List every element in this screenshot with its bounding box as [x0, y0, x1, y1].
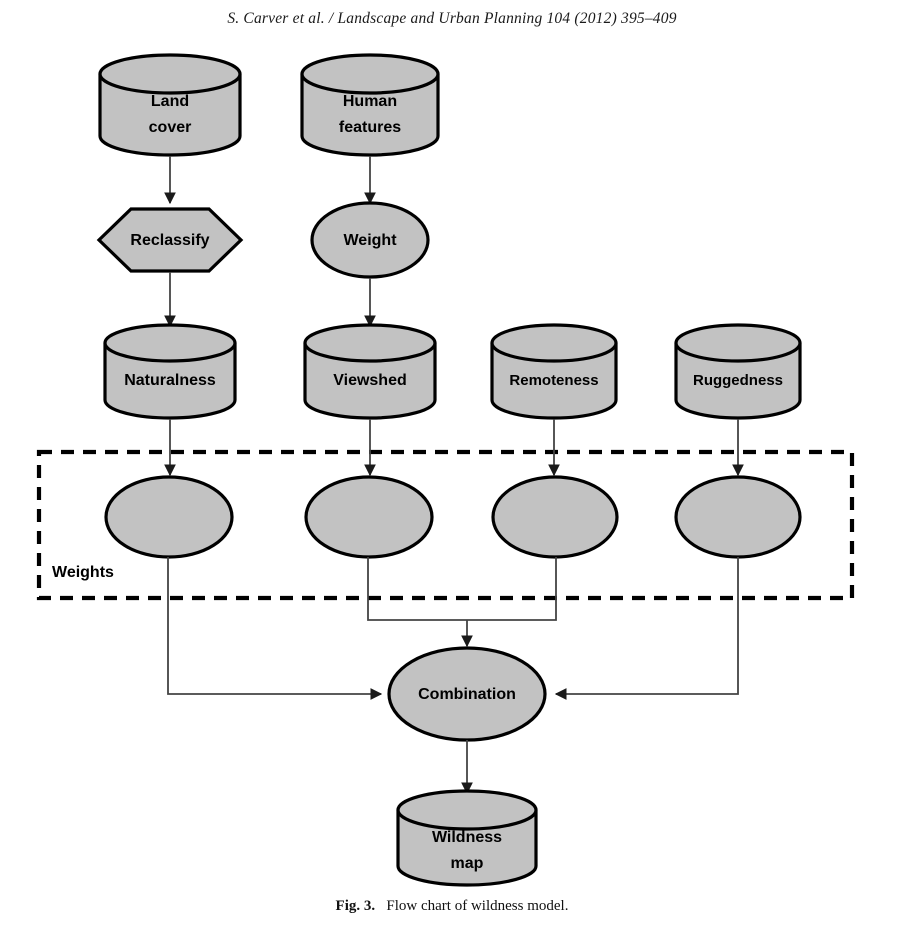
- node-wildness-map[interactable]: Wildness map: [396, 789, 538, 887]
- node-label-remoteness: Remoteness: [509, 372, 598, 389]
- node-label-wildness-map-line2: map: [451, 855, 484, 872]
- node-label-land-cover-line1: Land: [151, 93, 189, 110]
- edge-weight-4-to-combination: [554, 557, 739, 700]
- journal-running-head: S. Carver et al. / Landscape and Urban P…: [227, 10, 677, 27]
- flow-chart-diagram: Land cover Human features Reclassify Wei…: [36, 53, 855, 887]
- node-label-ruggedness: Ruggedness: [693, 372, 783, 389]
- node-human-features[interactable]: Human features: [300, 53, 440, 157]
- node-viewshed[interactable]: Viewshed: [303, 323, 437, 420]
- node-weight[interactable]: Weight: [310, 201, 430, 279]
- node-label-viewshed: Viewshed: [333, 372, 407, 389]
- node-combination[interactable]: Combination: [387, 646, 547, 742]
- node-label-human-features-line2: features: [339, 119, 401, 136]
- node-label-naturalness: Naturalness: [124, 372, 216, 389]
- figure-caption: Fig. 3. Flow chart of wildness model.: [0, 898, 904, 915]
- node-weight-4[interactable]: [674, 475, 802, 559]
- node-weight-1[interactable]: [104, 475, 234, 559]
- weights-group-box: [36, 449, 855, 601]
- figure-caption-text: Flow chart of wildness model.: [386, 898, 569, 914]
- node-label-human-features-line1: Human: [343, 93, 397, 110]
- node-land-cover[interactable]: Land cover: [98, 53, 242, 157]
- node-label-weight: Weight: [343, 232, 397, 249]
- weights-group-label: Weights: [52, 564, 114, 581]
- edge-weight-2-and-3-bus: [367, 557, 557, 621]
- node-label-wildness-map-line1: Wildness: [432, 829, 502, 846]
- node-weight-3[interactable]: [491, 475, 619, 559]
- node-reclassify[interactable]: Reclassify: [96, 207, 244, 273]
- node-ruggedness[interactable]: Ruggedness: [674, 323, 802, 420]
- node-remoteness[interactable]: Remoteness: [490, 323, 618, 420]
- node-label-combination: Combination: [418, 686, 516, 703]
- figure-caption-label: Fig. 3.: [335, 898, 376, 914]
- edge-weight-1-to-combination: [167, 557, 383, 700]
- node-label-reclassify: Reclassify: [130, 232, 209, 249]
- node-naturalness[interactable]: Naturalness: [103, 323, 237, 420]
- node-label-land-cover-line2: cover: [149, 119, 192, 136]
- node-weight-2[interactable]: [304, 475, 434, 559]
